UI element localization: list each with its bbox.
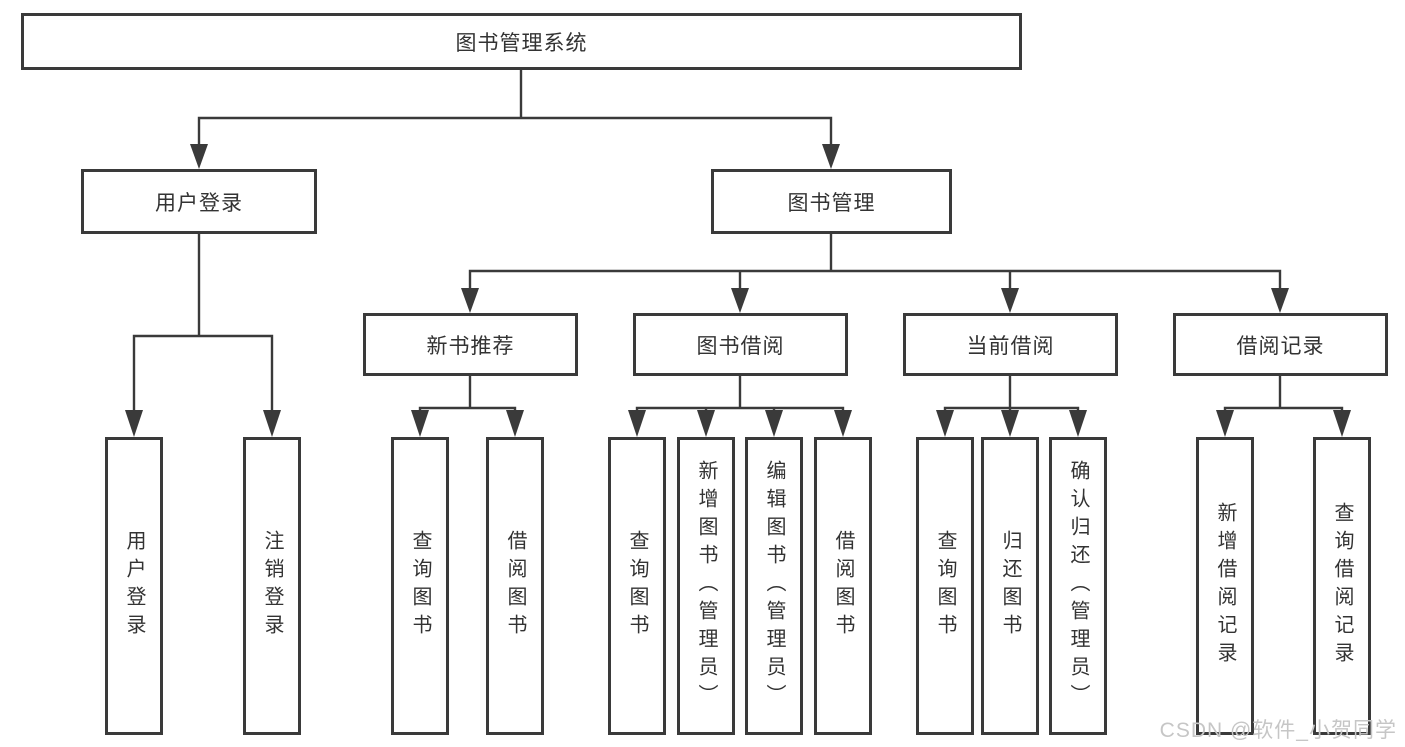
watermark: CSDN @软件_小贺同学 (1159, 719, 1397, 742)
connector-root-to-level2 (190, 67, 840, 169)
connector-book-borrow-to-leaves (628, 374, 852, 437)
arrowhead-icon (461, 288, 479, 313)
arrowhead-icon (1001, 410, 1019, 437)
node-current-borrow: 当前借阅 (903, 313, 1118, 376)
connector-borrow-records-to-leaves (1216, 374, 1351, 437)
arrowhead-icon (1001, 288, 1019, 313)
arrowhead-icon (765, 410, 783, 437)
node-book-management: 图书管理 (711, 169, 952, 234)
arrowhead-icon (263, 410, 281, 437)
arrowhead-icon (125, 410, 143, 437)
leaf-borrow-edit-books-admin: 编辑图书（管理员） (745, 437, 803, 735)
leaf-current-confirm-return-admin: 确认归还（管理员） (1049, 437, 1107, 735)
arrowhead-icon (834, 410, 852, 437)
arrowhead-icon (936, 410, 954, 437)
arrowhead-icon (628, 410, 646, 437)
arrowhead-icon (1069, 410, 1087, 437)
arrowhead-icon (1271, 288, 1289, 313)
leaf-records-query-record: 查询借阅记录 (1313, 437, 1371, 735)
leaf-logout: 注销登录 (243, 437, 301, 735)
leaf-borrow-query-books: 查询图书 (608, 437, 666, 735)
node-borrow-records: 借阅记录 (1173, 313, 1388, 376)
leaf-borrow-add-books-admin: 新增图书（管理员） (677, 437, 735, 735)
leaf-user-login: 用户登录 (105, 437, 163, 735)
connector-user-login-to-leaves (125, 232, 281, 437)
node-library-management-system: 图书管理系统 (21, 13, 1022, 70)
node-book-borrow: 图书借阅 (633, 313, 848, 376)
node-user-login: 用户登录 (81, 169, 317, 234)
leaf-current-query-books: 查询图书 (916, 437, 974, 735)
arrowhead-icon (697, 410, 715, 437)
connector-new-book-recommend-to-leaves (411, 374, 524, 437)
arrowhead-icon (190, 144, 208, 169)
leaf-recommend-borrow-books: 借阅图书 (486, 437, 544, 735)
leaf-records-add-record: 新增借阅记录 (1196, 437, 1254, 735)
node-new-book-recommend: 新书推荐 (363, 313, 578, 376)
arrowhead-icon (1333, 410, 1351, 437)
leaf-borrow-borrow-books: 借阅图书 (814, 437, 872, 735)
connector-book-management-to-level3 (461, 232, 1289, 313)
leaf-current-return-books: 归还图书 (981, 437, 1039, 735)
arrowhead-icon (1216, 410, 1234, 437)
arrowhead-icon (822, 144, 840, 169)
connector-current-borrow-to-leaves (936, 374, 1087, 437)
arrowhead-icon (411, 410, 429, 437)
arrowhead-icon (506, 410, 524, 437)
leaf-recommend-query-books: 查询图书 (391, 437, 449, 735)
arrowhead-icon (731, 288, 749, 313)
